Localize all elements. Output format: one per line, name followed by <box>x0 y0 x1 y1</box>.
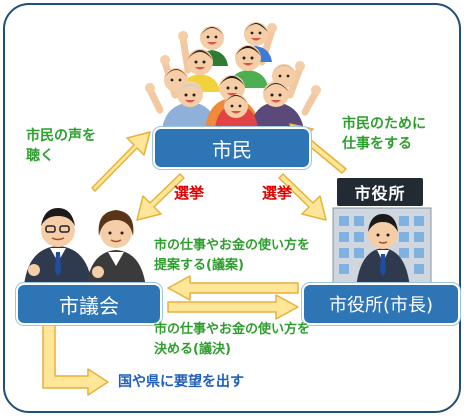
building-sign-text: 市役所 <box>354 184 406 203</box>
election-label-right: 選挙 <box>262 184 293 202</box>
decide-label: 市の仕事やお金の使い方を 決める(議決) <box>154 320 310 360</box>
decide-line-2: 決める(議決) <box>154 342 231 357</box>
decide-line-1: 市の仕事やお金の使い方を <box>154 322 311 337</box>
arrow-office-to-council <box>167 275 299 301</box>
propose-line-1: 市の仕事やお金の使い方を <box>154 238 311 253</box>
citizens-box: 市民 <box>153 127 311 169</box>
arrow-citizens-to-office <box>278 173 327 221</box>
work-label: 市民のために 仕事をする <box>342 114 426 154</box>
building-sign: 市役所 <box>337 178 423 206</box>
council-box: 市議会 <box>16 283 162 325</box>
propose-line-2: 提案する(議案) <box>154 258 244 273</box>
city-office-box: 市役所(市長) <box>302 283 460 325</box>
arrow-council-to-office <box>167 294 299 320</box>
city-office-label: 市役所(市長) <box>328 295 434 316</box>
arrow-council-to-citizens <box>91 131 151 192</box>
listen-line-1: 市民の声を <box>26 128 96 144</box>
listen-label: 市民の声を 聴く <box>26 126 96 166</box>
work-line-1: 市民のために <box>342 116 426 132</box>
citizens-crowd-illustration <box>145 22 321 130</box>
election-label-left: 選挙 <box>174 184 205 202</box>
citizens-label: 市民 <box>212 137 252 162</box>
city-office-building-illustration <box>332 207 432 289</box>
work-line-2: 仕事をする <box>342 136 412 152</box>
arrow-council-to-request <box>42 319 109 396</box>
council-label: 市議会 <box>59 293 119 318</box>
request-label: 国や県に要望を出す <box>118 374 244 390</box>
listen-line-2: 聴く <box>26 148 54 164</box>
council-members-illustration <box>24 208 146 288</box>
propose-label: 市の仕事やお金の使い方を 提案する(議案) <box>154 236 310 276</box>
arrow-citizens-to-council <box>136 173 185 221</box>
